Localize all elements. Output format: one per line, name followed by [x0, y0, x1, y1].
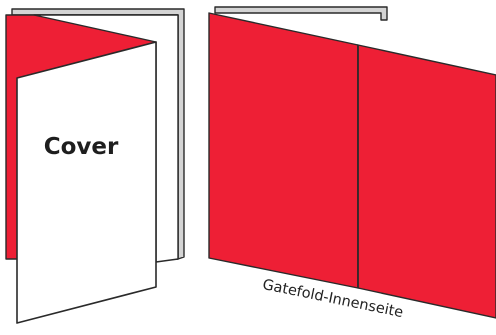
- gatefold-right-panel: [358, 45, 496, 318]
- cover-flap: [17, 42, 156, 323]
- open-gatefold: Gatefold-Innenseite: [209, 7, 496, 321]
- cover-label: Cover: [44, 134, 119, 160]
- gatefold-left-panel: [209, 13, 358, 288]
- right-book-block: [215, 7, 387, 20]
- closed-brochure: Cover: [6, 9, 184, 323]
